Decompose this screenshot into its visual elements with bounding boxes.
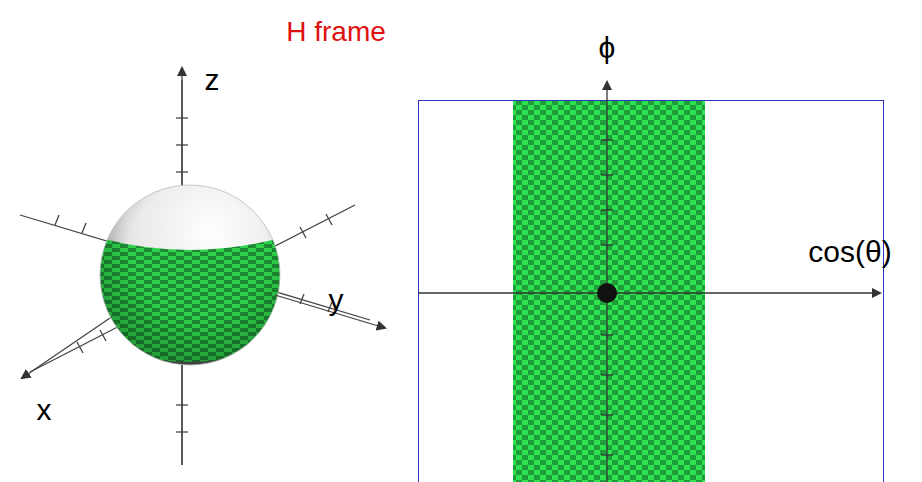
axis-label: cos(θ): [808, 237, 891, 267]
phase-plot: [418, 82, 884, 482]
green-band: [513, 100, 705, 482]
axes-front: [22, 68, 385, 465]
axes-3d: [20, 80, 370, 465]
plot-frame: [419, 101, 884, 482]
axis-label: y: [329, 285, 344, 315]
sphere-outline: [100, 185, 280, 365]
axis-label: x: [37, 395, 52, 425]
axis-label: z: [205, 65, 220, 95]
sphere: [100, 185, 280, 375]
axis-label: ϕ: [599, 33, 616, 63]
origin-dot: [597, 283, 617, 303]
frame-title: H frame: [286, 18, 386, 46]
